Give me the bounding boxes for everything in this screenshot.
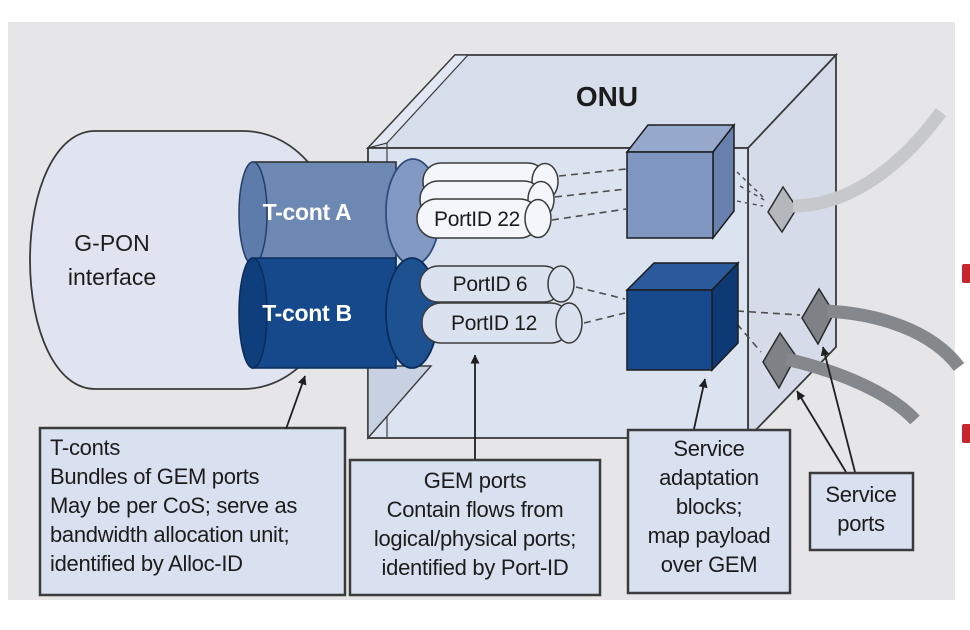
callout-tconts: T-conts Bundles of GEM ports May be per … [38, 375, 347, 597]
dashed-connector [551, 208, 627, 221]
tcont-b-cylinder: T-cont B [238, 257, 397, 369]
gem-port-cylinders-lower: PortID 6 PortID 12 [419, 265, 583, 344]
callout-service-adaptation-line: Service [673, 436, 744, 461]
callout-service-adaptation-line: over GEM [661, 552, 758, 577]
gem-port-cylinder-portid22-cap [524, 198, 552, 239]
callout-gem-ports-line: Contain flows from [387, 497, 564, 522]
portid6-label: PortID 6 [453, 273, 528, 296]
gem-port-cylinder-portid12-cap [555, 302, 583, 344]
gpon-interface-label-line1: G-PON [74, 230, 149, 256]
tcont-b-body [251, 257, 397, 369]
dashed-connector [736, 323, 762, 353]
callout-tconts-pointer-arrow [285, 375, 307, 430]
upper-cube-front-face [626, 151, 714, 239]
tcont-a-body [251, 161, 397, 266]
callout-service-adaptation: Service adaptation blocks; map payload o… [626, 378, 792, 595]
callout-service-adaptation-line: blocks; [676, 494, 742, 519]
dashed-connector [736, 310, 801, 316]
callout-tconts-line: T-conts [50, 435, 120, 460]
service-adaptation-block-upper [625, 122, 736, 241]
callout-service-ports: Service ports [796, 346, 915, 552]
callout-tconts-line: bandwidth allocation unit; [50, 522, 289, 547]
callout-tconts-line: May be per CoS; serve as [50, 493, 297, 518]
callout-service-ports-line: ports [837, 511, 885, 536]
callout-service-ports-line: Service [825, 482, 896, 507]
gpon-interface-label-line2: interface [68, 264, 156, 290]
red-text-fragment-bottom [962, 424, 970, 443]
dashed-connector [736, 171, 764, 198]
service-flow-arrow-dark-1 [826, 304, 965, 372]
callout-gem-ports-line: logical/physical ports; [374, 526, 576, 551]
callout-service-adaptation-line: adaptation [659, 465, 759, 490]
service-adaptation-block-lower [625, 261, 740, 372]
portid12-label: PortID 12 [451, 312, 537, 335]
tcont-a-cylinder: T-cont A [238, 161, 397, 266]
dashed-connector [575, 286, 626, 300]
onu-label: ONU [576, 81, 638, 112]
callout-service-adaptation-line: map payload [648, 523, 771, 548]
onu-box: ONU [365, 52, 839, 441]
dashed-connectors [551, 168, 801, 353]
gem-port-cylinder-portid6-cap [547, 265, 575, 303]
callout-tconts-line: Bundles of GEM ports [50, 464, 260, 489]
onu-wall-top-sliver [366, 54, 470, 150]
portid22-label: PortID 22 [434, 208, 520, 231]
onu-wall-cutaway-wedge [367, 365, 433, 440]
callout-service-adaptation-box [626, 428, 792, 595]
callout-tconts-box [38, 426, 347, 597]
tcont-a-label: T-cont A [263, 199, 352, 225]
service-flow-arrow-light [792, 108, 947, 213]
callout-gem-ports-box [348, 458, 602, 597]
service-flow-arrow-dark-2 [784, 352, 920, 425]
callout-service-ports-pointer-arrow-1 [796, 390, 847, 473]
callout-gem-ports-line: identified by Port-ID [382, 555, 569, 580]
red-text-fragment-top [962, 264, 970, 283]
callout-service-ports-pointer-arrow-2 [820, 346, 856, 473]
callout-tconts-line: identified by Alloc-ID [50, 551, 243, 576]
callout-service-adaptation-pointer-arrow [693, 378, 708, 430]
callout-gem-ports: GEM ports Contain flows from logical/phy… [348, 354, 602, 597]
dashed-connector [739, 185, 767, 202]
callout-service-ports-box [808, 471, 915, 552]
gem-port-cylinders-upper: PortID 22 [416, 162, 559, 239]
tcont-b-left-cap [238, 257, 268, 369]
lower-cube-front-face [626, 289, 713, 371]
callout-gem-ports-line: GEM ports [424, 468, 527, 493]
tcont-b-label: T-cont B [262, 300, 352, 326]
